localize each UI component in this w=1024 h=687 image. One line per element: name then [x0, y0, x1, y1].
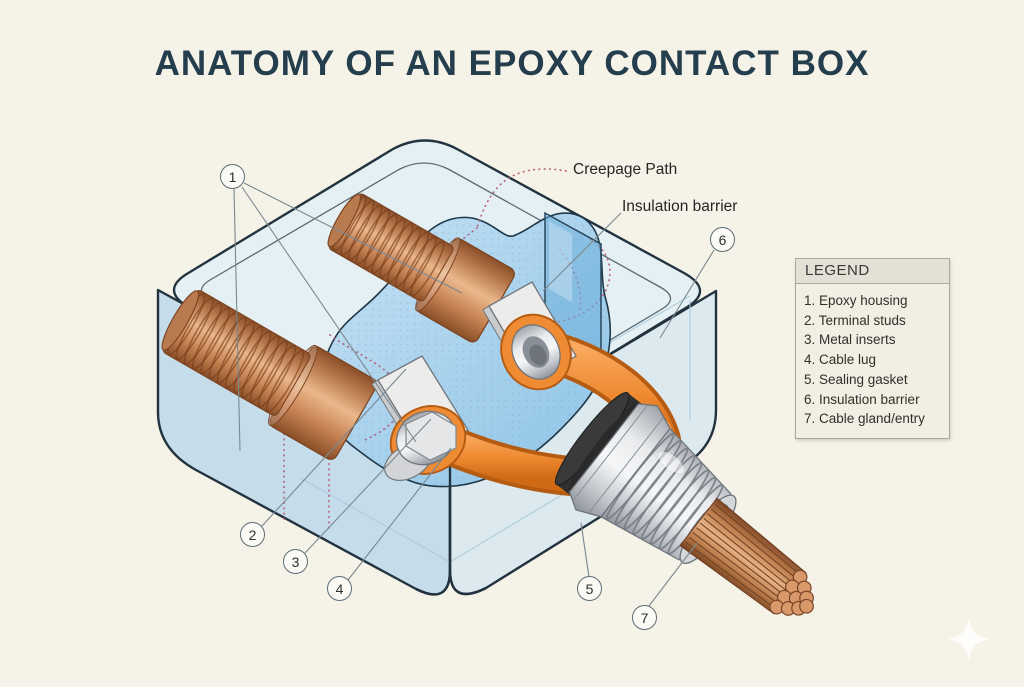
metal-insert-lower — [371, 355, 469, 481]
legend-item-6: 6. Insulation barrier — [804, 391, 920, 407]
callout-6: 6 — [710, 227, 735, 252]
callout-5: 5 — [577, 576, 602, 601]
page-title: ANATOMY OF AN EPOXY CONTACT BOX — [154, 44, 870, 83]
legend-item-4: 4. Cable lug — [804, 352, 877, 368]
cable-strands — [679, 497, 814, 616]
legend-item-7: 7. Cable gland/entry — [804, 411, 925, 427]
callout-3: 3 — [283, 549, 308, 574]
terminal-stud-lower — [161, 290, 378, 460]
legend-item-2: 2. Terminal studs — [804, 312, 906, 328]
legend-item-3: 3. Metal inserts — [804, 332, 896, 348]
label-insulation-barrier: Insulation barrier — [622, 198, 738, 215]
legend-header: LEGEND — [796, 259, 949, 284]
callout-4: 4 — [327, 576, 352, 601]
metal-insert-upper — [482, 281, 577, 391]
legend-items: 1. Epoxy housing 2. Terminal studs 3. Me… — [796, 284, 949, 438]
legend-item-1: 1. Epoxy housing — [804, 293, 908, 308]
housing-front-edge — [415, 452, 487, 596]
callout-1: 1 — [220, 164, 245, 189]
callout-2: 2 — [240, 522, 265, 547]
callout-7: 7 — [632, 605, 657, 630]
label-creepage-path: Creepage Path — [573, 161, 678, 178]
legend-box: LEGEND 1. Epoxy housing 2. Terminal stud… — [795, 258, 950, 439]
legend-item-5: 5. Sealing gasket — [804, 371, 908, 387]
leader-lines — [233, 182, 715, 607]
sparkle-decoration — [947, 617, 991, 661]
